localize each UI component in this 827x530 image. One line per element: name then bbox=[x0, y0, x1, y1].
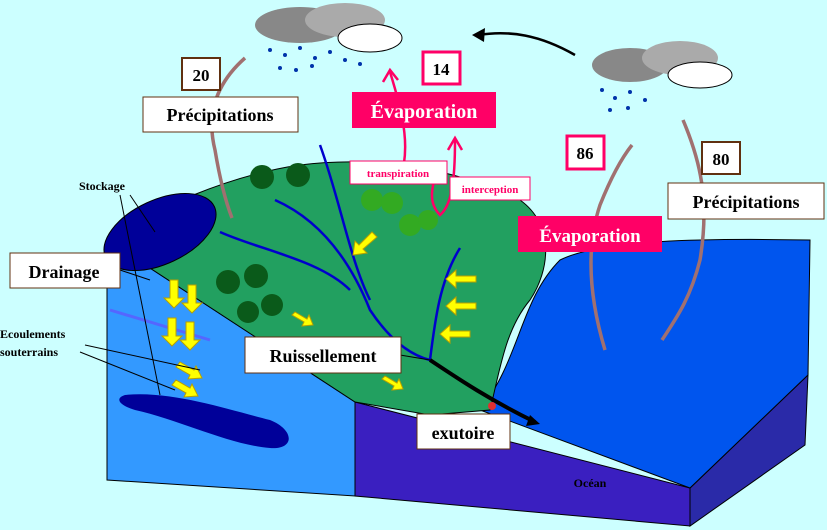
precipitation-left-value-box: 20 bbox=[181, 57, 221, 91]
cloud-right-icon bbox=[592, 41, 733, 112]
outlet-label: exutoire bbox=[432, 423, 495, 443]
ocean-surface bbox=[479, 238, 811, 489]
drainage-label: Drainage bbox=[29, 262, 100, 282]
groundwater-flow-label-line2: souterrains bbox=[0, 345, 58, 359]
interception-label: interception bbox=[462, 184, 519, 196]
precipitation-right-value-box: 80 bbox=[701, 141, 741, 175]
precipitation-right-label: Précipitations bbox=[693, 192, 800, 212]
flow-arrows bbox=[160, 231, 477, 398]
precipitation-right-box: Précipitations bbox=[667, 182, 825, 220]
evaporation-top-value: 14 bbox=[433, 60, 451, 79]
river-network bbox=[219, 144, 536, 424]
outlet-marker bbox=[488, 402, 496, 410]
storage-label: Stockage bbox=[79, 179, 126, 193]
precipitation-right-value: 80 bbox=[713, 150, 730, 169]
groundwater-flow-label-line1: Ecoulements bbox=[0, 327, 66, 341]
cloud-left-icon bbox=[255, 3, 403, 72]
interception-box: interception bbox=[449, 176, 531, 201]
precipitation-left-label: Précipitations bbox=[167, 105, 274, 125]
pointer-lines bbox=[79, 194, 431, 396]
outlet-arrowhead bbox=[526, 415, 540, 426]
groundwater-reservoir bbox=[119, 394, 289, 449]
evaporation-top-value-box: 14 bbox=[421, 50, 462, 86]
transpiration-label: transpiration bbox=[367, 168, 429, 180]
trees-icon bbox=[216, 163, 438, 323]
transpiration-box: transpiration bbox=[349, 160, 448, 185]
runoff-label: Ruissellement bbox=[270, 346, 377, 366]
precipitation-left-box: Précipitations bbox=[142, 96, 299, 133]
evaporation-ocean-label: Évaporation bbox=[539, 225, 641, 247]
precipitation-arrows bbox=[210, 56, 706, 351]
outlet-box: exutoire bbox=[416, 413, 511, 450]
arrowhead bbox=[472, 28, 485, 42]
evaporation-ocean-value-box: 86 bbox=[565, 134, 606, 171]
drainage-box: Drainage bbox=[9, 252, 121, 289]
precipitation-left-value: 20 bbox=[193, 66, 210, 85]
ocean-label: Océan bbox=[574, 476, 607, 490]
evaporation-ocean-box: Évaporation bbox=[518, 216, 662, 252]
evaporation-top-label: Évaporation bbox=[371, 100, 478, 123]
cloud-transport-arrow bbox=[477, 31, 576, 57]
evaporation-ocean-value: 86 bbox=[577, 144, 594, 163]
runoff-box: Ruissellement bbox=[244, 336, 402, 374]
evaporation-top-box: Évaporation bbox=[352, 92, 496, 128]
